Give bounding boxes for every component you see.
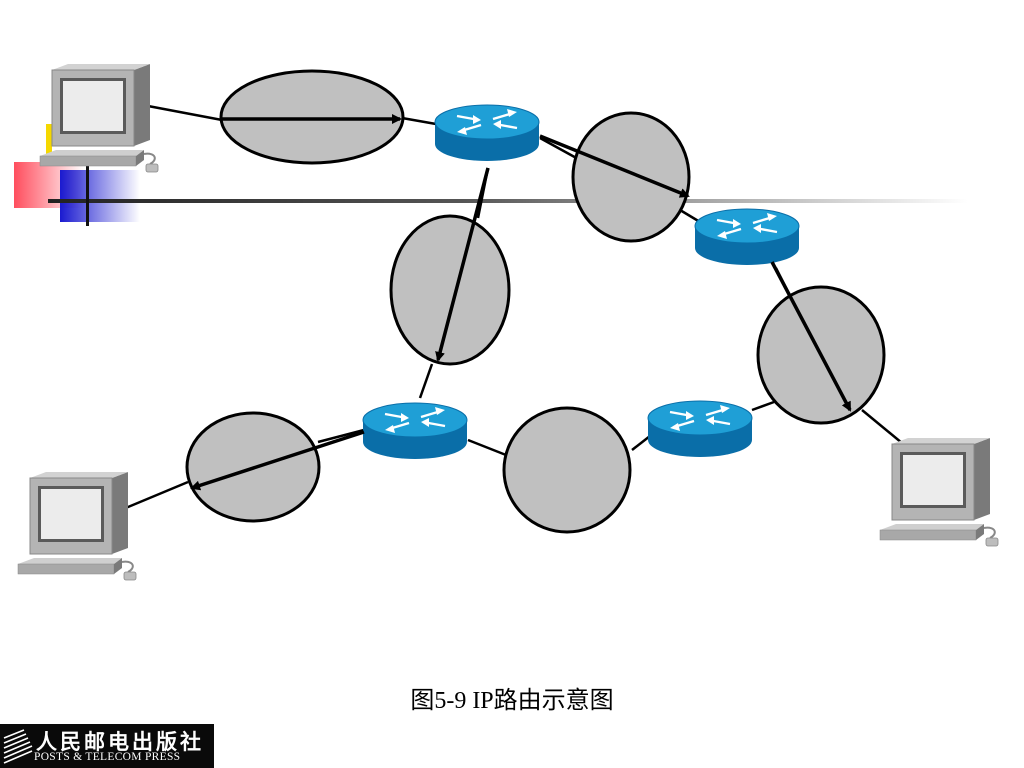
- publisher-name-cn: 人民邮电出版社: [36, 729, 204, 754]
- networks: [185, 69, 886, 534]
- network-3: [389, 214, 511, 366]
- network-6: [502, 406, 632, 534]
- router-icon: [433, 103, 541, 163]
- route-arrow: [435, 167, 490, 362]
- publisher-name-en: POSTS & TELECOM PRESS: [34, 751, 181, 763]
- route-arrow: [190, 430, 365, 491]
- book-stack-icon: [3, 729, 33, 764]
- router-icon: [646, 399, 754, 459]
- slide-decoration: [14, 124, 968, 226]
- route-arrow: [770, 261, 852, 412]
- route-arrow: [539, 134, 690, 198]
- computer-icon: [879, 437, 999, 547]
- route-arrows: [190, 114, 852, 491]
- router-icon: [693, 207, 801, 267]
- router-icon: [361, 401, 469, 461]
- publisher-logo: 人民邮电出版社 POSTS & TELECOM PRESS: [0, 724, 214, 768]
- network-1: [219, 69, 405, 165]
- computer-icon: [39, 63, 159, 173]
- figure-caption: 图5-9 IP路由示意图: [410, 688, 614, 714]
- computer-icon: [17, 471, 137, 581]
- network-2: [571, 111, 691, 243]
